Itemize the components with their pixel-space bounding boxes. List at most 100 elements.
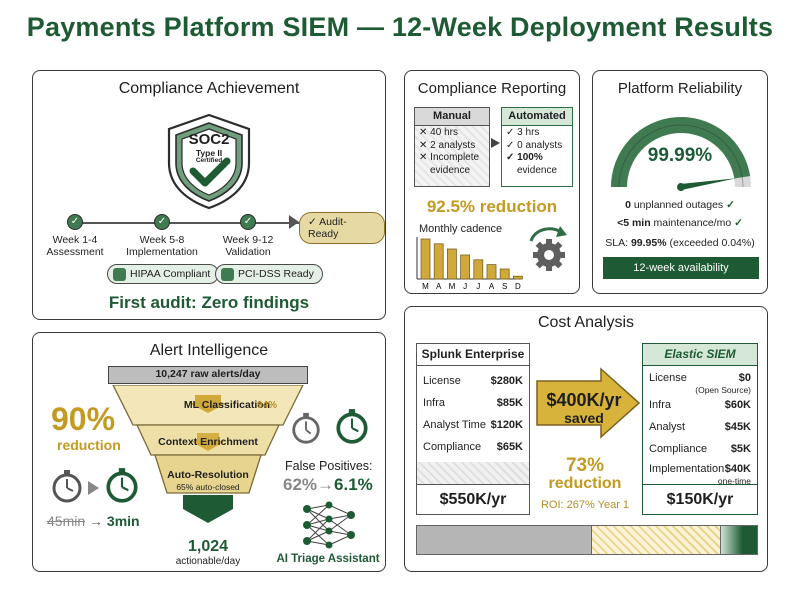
open-source-note: (Open Source) [695,385,751,395]
timeline-check-icon: ✓ [67,214,83,230]
elastic-row: Compliance$5K [649,443,751,457]
cost-value: $5K [730,443,751,455]
cost-value: $85K [496,397,523,409]
soc2-shield-icon [167,113,251,210]
actionable-count: 1,024 [187,538,229,555]
cost-value: $120K [490,419,523,431]
new-response-time: 3min [106,513,140,529]
elastic-card: Elastic SIEM License$0 (Open Source) Inf… [642,343,758,515]
neural-network-icon [303,501,355,549]
manual-row: evidence [430,164,471,176]
arrow-icon: → [317,475,335,494]
outages-count: 0 [625,199,631,211]
check-icon: ✓ [726,199,735,211]
elastic-row: License$0 [649,372,751,386]
automated-row: ✓ 3 hrs [502,126,572,139]
cadence-bar [473,259,484,280]
response-time: 45min → 3min [47,513,140,529]
alert-funnel [112,385,304,523]
alert-intelligence-panel: Alert Intelligence 10,247 raw alerts/day… [32,332,386,572]
availability-bar: 12-week availability [603,257,759,279]
splunk-card: Splunk Enterprise License$280K Infra$85K… [416,343,530,515]
check-icon: ✓ [506,152,518,163]
cadence-bar [486,264,497,280]
cost-value: $40K [724,463,751,475]
check-icon: ✓ [506,127,518,138]
fp-old-value: 62% [283,475,318,494]
maintenance-line: <5 min maintenance/mo ✓ [593,217,767,229]
manual-box: Manual ✕ 40 hrs ✕ 2 analysts ✕ Incomplet… [414,107,490,187]
context-enrichment-label: Context Enrichment [158,436,258,448]
elastic-row: Analyst $45K [649,421,751,435]
manual-row: ✕ Incomplete [415,151,489,164]
cross-icon: ✕ [419,152,431,163]
old-response-time: 45min [47,513,86,529]
false-positives-label: False Positives: [285,459,373,473]
splunk-hatch [417,462,529,484]
cost-label: Compliance [423,441,482,453]
cadence-bar [433,243,444,280]
cadence-bar [447,248,457,280]
cost-analysis-panel: Cost Analysis Splunk Enterprise License$… [404,306,768,572]
manual-row-text: 2 analysts [430,139,476,151]
elastic-row: Infra$60K [649,399,751,413]
elastic-cost-segment [417,526,592,554]
cost-label: Implementation [649,463,725,475]
arrow-right-icon [88,481,99,495]
cadence-month-label: J [463,282,467,291]
alert-reduction-word: reduction [57,437,121,453]
alert-intelligence-title: Alert Intelligence [149,342,269,359]
soc2-label: SOC2 [188,131,230,148]
splunk-row: Compliance $65K [423,441,523,455]
sla-note: (exceeded 0.04%) [666,237,755,249]
ml-classification-label: ML Classification [167,399,287,411]
automated-row: ✓ 0 analysts [502,139,572,152]
hipaa-badge: HIPAA Compliant [107,264,220,284]
sla-value: 99.95% [630,237,667,249]
timeline-arrow-icon [289,215,299,229]
manual-row: ✕ 2 analysts [415,139,489,152]
timeline-week-label: Week 5-8 [139,234,185,246]
compliance-reporting-title: Compliance Reporting [417,80,567,97]
cadence-month-label: M [422,282,429,291]
savings-segment [592,526,721,554]
raw-alerts-bar: 10,247 raw alerts/day [108,366,308,384]
compliance-achievement-title: Compliance Achievement [118,80,300,97]
cost-label: Infra [649,399,672,411]
timeline-week-label: Week 1-4 [52,234,98,246]
elastic-segment [721,526,757,554]
reporting-reduction: 92.5% reduction [426,197,558,216]
fp-new-value: 6.1% [334,475,373,494]
check-icon: ✓ [308,216,320,228]
timeline-phase-label: Implementation [126,246,198,258]
cadence-bar [460,254,470,280]
one-time-note: one-time [717,476,751,486]
splunk-header: Splunk Enterprise [417,344,529,366]
shield-icon [221,268,234,281]
platform-reliability-title: Platform Reliability [617,80,743,97]
automated-row: evidence [517,164,558,176]
automated-row: ✓ 100% [502,151,572,164]
manual-header: Manual [415,108,489,126]
compliance-reporting-panel: Compliance Reporting Manual ✕ 40 hrs ✕ 2… [404,70,580,294]
automated-box: Automated ✓ 3 hrs ✓ 0 analysts ✓ 100% ev… [501,107,573,187]
cost-label: Analyst [649,421,686,433]
automated-header: Automated [502,108,572,126]
alert-reduction-pct: 90% [51,401,116,437]
cross-icon: ✕ [419,139,431,151]
splunk-row: Analyst Time$120K [423,419,523,433]
cost-value: $65K [496,441,523,453]
timeline-week-1-4: Week 1-4 Assessment [30,234,120,258]
maintenance-value: <5 min [617,217,651,229]
gear-refresh-icon [529,226,567,271]
cost-value: $45K [724,421,751,433]
cadence-bar [499,268,510,280]
savings-word: saved [564,410,604,426]
manual-row-text: Incomplete [430,152,480,163]
cost-value: $0 [738,372,751,384]
cost-comparison-bar [416,525,758,555]
arrow-icon: → [89,513,107,529]
splunk-row: License$280K [423,375,523,389]
stopwatch-grey-icon [292,412,320,444]
